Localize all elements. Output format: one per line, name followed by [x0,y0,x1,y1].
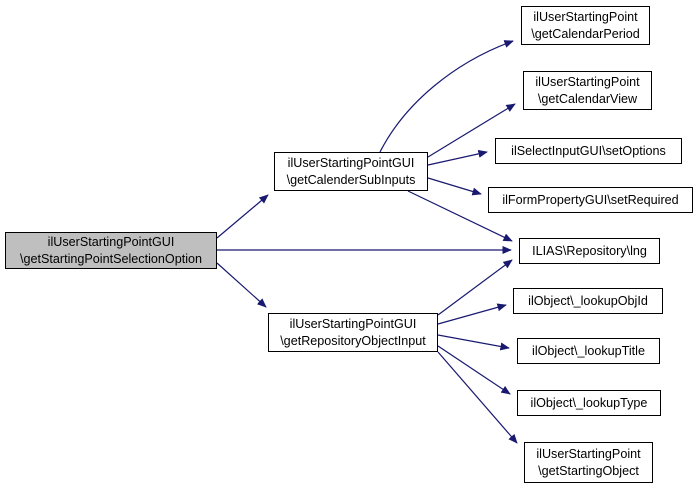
node-label: \getCalenderSubInputs [286,172,416,187]
edge-repository-object-input-to-lookup-type [437,345,511,395]
edge-repository-object-input-to-lookup-obj-id [437,303,507,325]
node-lookup-title[interactable]: ilObject\_lookupTitle [517,338,660,364]
node-label: ilObject\_lookupObjId [528,293,648,308]
node-label: \getStartingPointSelectionOption [19,251,203,266]
node-set-options[interactable]: ilSelectInputGUI\setOptions [495,138,682,164]
edge-calender-sub-inputs-to-set-options [427,149,488,166]
node-get-calendar-period[interactable]: ilUserStartingPoint \getCalendarPeriod [521,6,650,45]
node-label: ilObject\_lookupTitle [532,343,645,358]
node-label: ilSelectInputGUI\setOptions [511,143,666,158]
node-label: \getStartingObject [538,463,639,478]
edge-repository-object-input-to-get-starting-object [437,351,518,444]
node-get-calender-sub-inputs[interactable]: ilUserStartingPointGUI \getCalenderSubIn… [274,152,428,191]
edge-calender-sub-inputs-to-set-required [427,177,482,196]
node-label: ilFormPropertyGUI\setRequired [502,192,679,207]
node-label: \getRepositoryObjectInput [280,333,426,348]
node-label: ilUserStartingPoint [536,447,641,461]
node-label: ilUserStartingPoint [533,10,638,24]
node-lookup-type[interactable]: ilObject\_lookupType [517,390,661,416]
node-label: ilObject\_lookupType [530,395,648,410]
node-get-repository-object-input[interactable]: ilUserStartingPointGUI \getRepositoryObj… [268,313,438,352]
node-label: ilUserStartingPointGUI [287,156,415,170]
node-get-starting-point-selection-option[interactable]: ilUserStartingPointGUI \getStartingPoint… [5,232,217,269]
node-label: ilUserStartingPointGUI [289,317,417,331]
edge-repository-object-input-to-lng [437,259,513,316]
node-set-required[interactable]: ilFormPropertyGUI\setRequired [488,187,693,213]
edge-selection-option-to-calender-sub-inputs [216,194,269,239]
node-label: ilUserStartingPointGUI [47,235,175,249]
edge-calender-sub-inputs-to-calendar-view [427,103,516,158]
node-label: \getCalendarView [537,91,638,106]
node-label: \getCalendarPeriod [531,26,640,41]
node-label: ilUserStartingPoint [535,75,640,89]
node-get-calendar-view[interactable]: ilUserStartingPoint \getCalendarView [523,71,652,110]
edge-repository-object-input-to-lookup-title [437,334,510,351]
node-label: ILIAS\Repository\lng [532,243,647,258]
edge-calender-sub-inputs-to-lng [407,190,513,242]
node-get-starting-object[interactable]: ilUserStartingPoint \getStartingObject [524,442,653,483]
node-lng[interactable]: ILIAS\Repository\lng [519,238,660,264]
edge-calender-sub-inputs-to-calendar-period [379,40,514,153]
node-lookup-obj-id[interactable]: ilObject\_lookupObjId [513,288,663,314]
edge-selection-option-to-repository-object-input [216,262,267,308]
